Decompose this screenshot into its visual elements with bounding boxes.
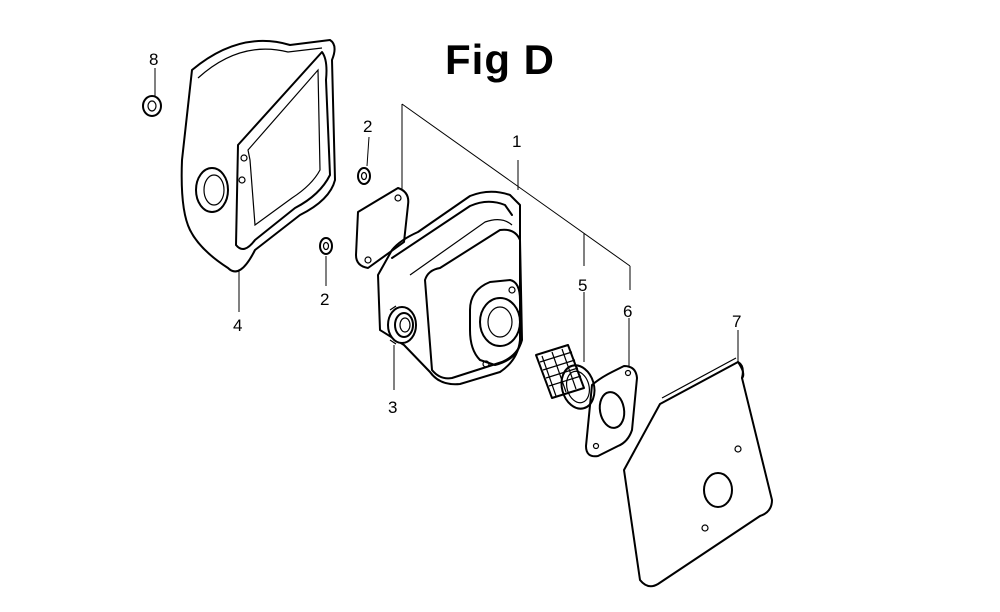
part-2-washer-upper [357,167,371,185]
leader-2a [366,136,370,167]
callout-2b: 2 [320,290,329,309]
part-3-spark-arrester [387,305,417,345]
part-4-muffler-protector [180,39,336,273]
part-1-muffler [377,190,523,386]
figure-title: Fig D [445,36,555,83]
callout-5: 5 [578,276,587,295]
leader-1-bracket [401,103,631,290]
part-6-gasket [585,365,638,458]
callout-8: 8 [149,50,158,69]
part-5-screen [535,344,596,410]
part-8-nut [142,95,162,117]
callout-4: 4 [233,316,242,335]
callout-2a: 2 [363,117,372,136]
callout-3: 3 [388,398,397,417]
callout-1: 1 [512,132,521,151]
muffler-gasket-plate [355,187,410,269]
part-2-washer-lower [319,237,333,255]
callout-6: 6 [623,302,632,321]
part-7-heat-shield [623,357,773,588]
callout-7: 7 [732,312,741,331]
